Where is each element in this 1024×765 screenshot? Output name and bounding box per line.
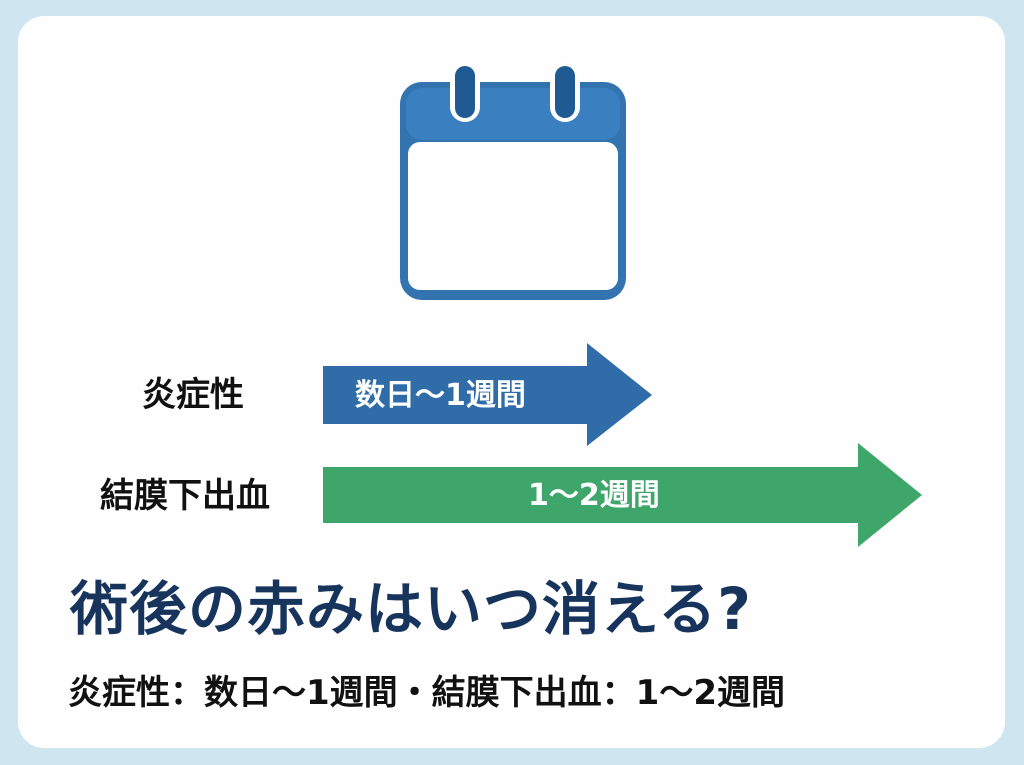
- arrow-right-icon: [323, 443, 922, 547]
- duration-text-inflammatory: 数日〜1週間: [355, 378, 526, 413]
- summary-subtitle: 炎症性：数日〜1週間・結膜下出血：1〜2週間: [68, 673, 785, 713]
- row-label-subconjunctival-hemorrhage: 結膜下出血: [100, 476, 270, 516]
- page-title: 術後の赤みはいつ消える?: [70, 575, 752, 643]
- duration-text-hemorrhage: 1〜2週間: [528, 478, 660, 513]
- duration-arrow-hemorrhage: 1〜2週間: [323, 443, 923, 548]
- duration-arrow-inflammatory: 数日〜1週間: [323, 343, 653, 447]
- arrow-right-icon: [323, 343, 652, 446]
- calendar-icon: [396, 62, 630, 304]
- row-label-inflammatory: 炎症性: [142, 375, 244, 415]
